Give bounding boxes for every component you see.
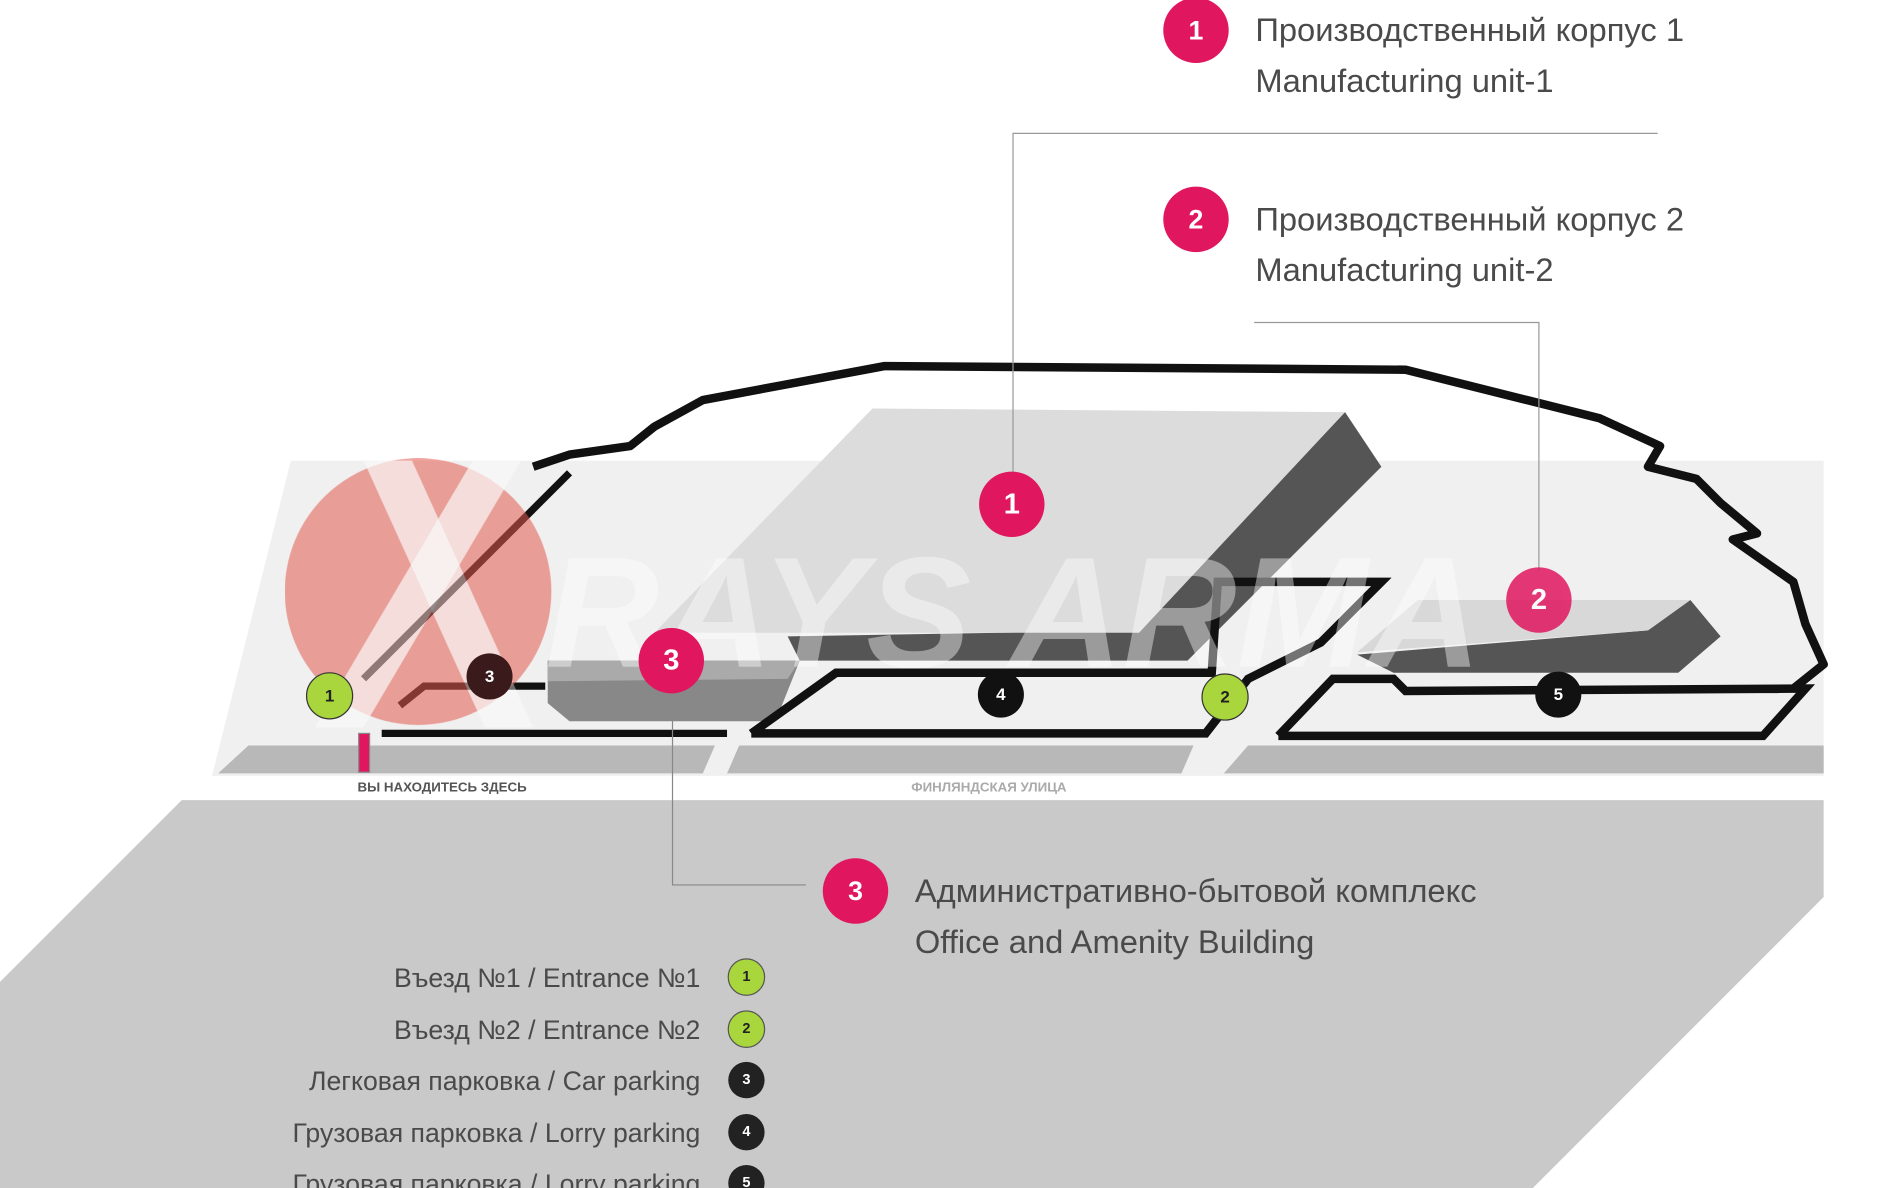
- svg-text:1: 1: [325, 686, 334, 705]
- svg-text:Производственный корпус 2: Производственный корпус 2: [1255, 200, 1684, 237]
- svg-text:3: 3: [485, 667, 494, 686]
- svg-text:Въезд №1 / Entrance №1: Въезд №1 / Entrance №1: [394, 963, 700, 993]
- svg-text:Производственный корпус 1: Производственный корпус 1: [1255, 11, 1684, 48]
- svg-text:Грузовая парковка / Lorry park: Грузовая парковка / Lorry parking: [293, 1118, 701, 1148]
- svg-text:2: 2: [1220, 688, 1229, 707]
- svg-text:3: 3: [663, 645, 679, 677]
- lorry-parking-5-marker[interactable]: 5: [1535, 671, 1582, 718]
- street-label: ФИНЛЯНДСКАЯ УЛИЦА: [911, 780, 1067, 795]
- leader-line-3: [671, 690, 806, 886]
- svg-text:2: 2: [1531, 584, 1547, 616]
- entrance-2-marker[interactable]: 2: [1201, 673, 1249, 721]
- legend-item-car-parking: Легковая парковка / Car parking 3: [309, 1061, 765, 1099]
- building-2-marker[interactable]: 2: [1506, 567, 1572, 633]
- lorry-parking-5-outline: [1275, 674, 1816, 741]
- legend: Въезд №1 / Entrance №1 1 Въезд №2 / Entra…: [293, 958, 766, 1188]
- svg-text:Office and Amenity Building: Office and Amenity Building: [915, 923, 1314, 960]
- svg-text:4: 4: [742, 1124, 750, 1140]
- leader-line-1: [1012, 132, 1658, 473]
- pavement: [727, 745, 1194, 774]
- svg-text:4: 4: [996, 685, 1006, 704]
- legend-item-entrance-2: Въезд №2 / Entrance №2 2: [394, 1010, 766, 1048]
- leader-line-2: [1254, 321, 1540, 570]
- ground-plane: [0, 800, 1824, 1188]
- svg-text:Легковая парковка / Car parkin: Легковая парковка / Car parking: [309, 1066, 700, 1096]
- svg-text:3: 3: [848, 876, 863, 906]
- entrance-1-marker[interactable]: 1: [305, 672, 354, 720]
- legend-item-entrance-1: Въезд №1 / Entrance №1 1: [394, 958, 766, 996]
- lorry-parking-4-marker[interactable]: 4: [977, 671, 1024, 718]
- svg-text:5: 5: [742, 1175, 750, 1188]
- car-parking-marker[interactable]: 3: [466, 653, 513, 700]
- svg-text:1: 1: [742, 969, 750, 985]
- you-are-here-pin: [358, 732, 371, 773]
- legend-item-lorry-parking-4: Грузовая парковка / Lorry parking 4: [293, 1114, 765, 1151]
- svg-text:2: 2: [742, 1021, 750, 1037]
- pavement: [1223, 745, 1824, 774]
- pavement: [218, 745, 715, 774]
- site-boundary: [531, 361, 1828, 692]
- svg-text:3: 3: [742, 1072, 750, 1088]
- svg-text:Manufacturing unit-1: Manufacturing unit-1: [1255, 62, 1553, 99]
- legend-item-lorry-parking-5: Грузовая парковка / Lorry parking 5: [293, 1164, 765, 1188]
- svg-text:1: 1: [1004, 488, 1020, 520]
- callout-3: 3 Административно-бытовой комплекс Offic…: [822, 858, 1477, 960]
- svg-text:Административно-бытовой компле: Административно-бытовой комплекс: [915, 872, 1477, 909]
- svg-text:Manufacturing unit-2: Manufacturing unit-2: [1255, 251, 1553, 288]
- svg-text:5: 5: [1554, 685, 1563, 704]
- svg-text:1: 1: [1189, 15, 1204, 45]
- svg-text:Въезд №2 / Entrance №2: Въезд №2 / Entrance №2: [394, 1015, 700, 1045]
- svg-text:2: 2: [1189, 204, 1204, 234]
- callout-1: 1 Производственный корпус 1 Manufacturin…: [1163, 0, 1684, 99]
- svg-text:Грузовая парковка / Lorry park: Грузовая парковка / Lorry parking: [293, 1169, 701, 1188]
- building-3-marker[interactable]: 3: [638, 627, 705, 694]
- building-1-marker[interactable]: 1: [979, 471, 1045, 538]
- you-are-here-label: ВЫ НАХОДИТЕСЬ ЗДЕСЬ: [357, 780, 527, 795]
- building-1-side: [787, 412, 1382, 661]
- building-2-side: [1357, 600, 1721, 673]
- callout-2: 2 Производственный корпус 2 Manufacturin…: [1163, 186, 1684, 288]
